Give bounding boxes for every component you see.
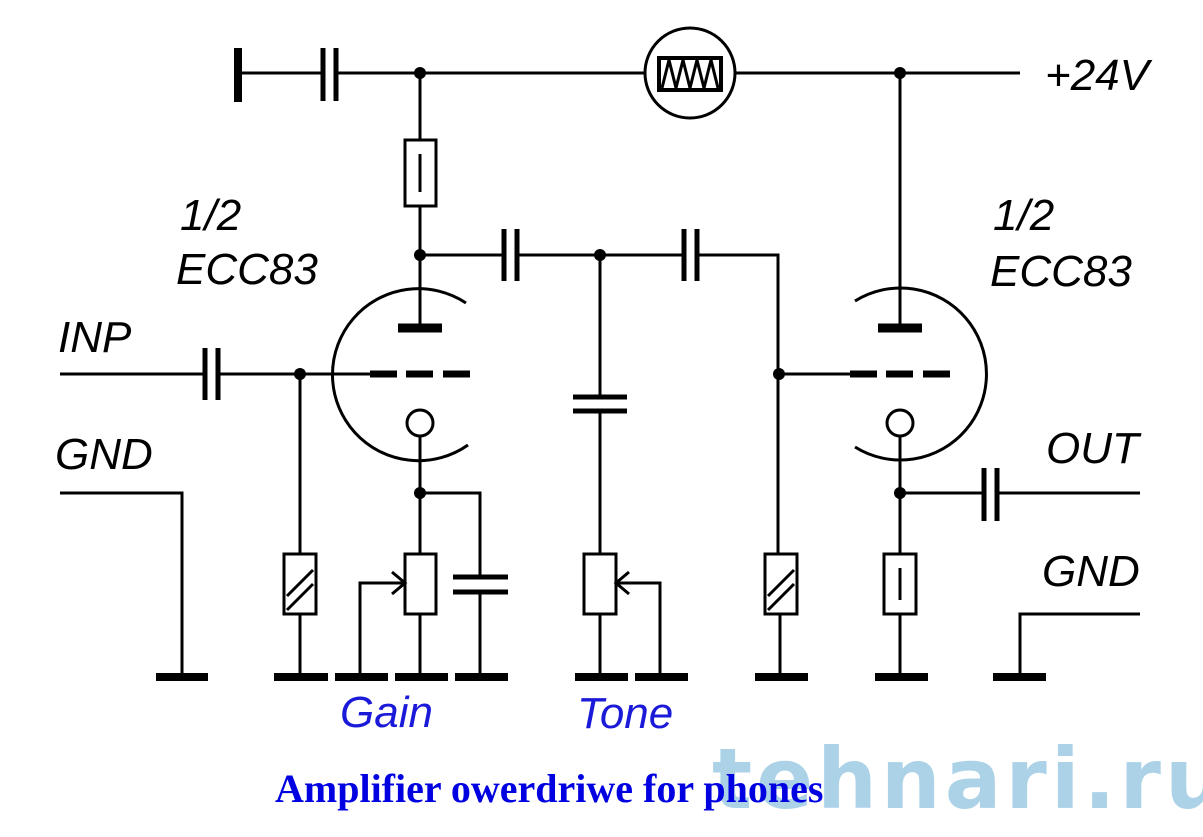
tone-label: Tone bbox=[577, 689, 673, 738]
supply-rail bbox=[234, 48, 1020, 102]
output-network bbox=[882, 468, 1140, 677]
tube-left-icon bbox=[331, 287, 470, 554]
watermark: tehnari.ru bbox=[712, 730, 1203, 828]
input-label: INP bbox=[58, 313, 132, 362]
tube-right-type-label: ECC83 bbox=[990, 247, 1132, 296]
gain-label: Gain bbox=[340, 688, 433, 737]
input-network bbox=[60, 348, 370, 677]
anode-resistor-left bbox=[403, 73, 438, 324]
tube-left-fraction-label: 1/2 bbox=[180, 191, 241, 240]
output-label: OUT bbox=[1046, 424, 1142, 473]
diagram-title: Amplifier owerdriwe for phones bbox=[275, 766, 823, 811]
tube-left-type-label: ECC83 bbox=[176, 245, 318, 294]
tone-potentiometer-icon bbox=[573, 255, 662, 677]
tube-right-icon bbox=[850, 73, 988, 554]
ground-left-label: GND bbox=[55, 430, 153, 479]
grid-resistor-right bbox=[763, 372, 850, 677]
supply-label: +24V bbox=[1045, 51, 1153, 100]
heater-resistor-icon bbox=[643, 26, 737, 120]
tube-right-fraction-label: 1/2 bbox=[993, 191, 1054, 240]
gain-potentiometer-icon bbox=[358, 491, 508, 677]
coupling-network bbox=[420, 229, 785, 554]
ground-right-label: GND bbox=[1042, 547, 1140, 596]
